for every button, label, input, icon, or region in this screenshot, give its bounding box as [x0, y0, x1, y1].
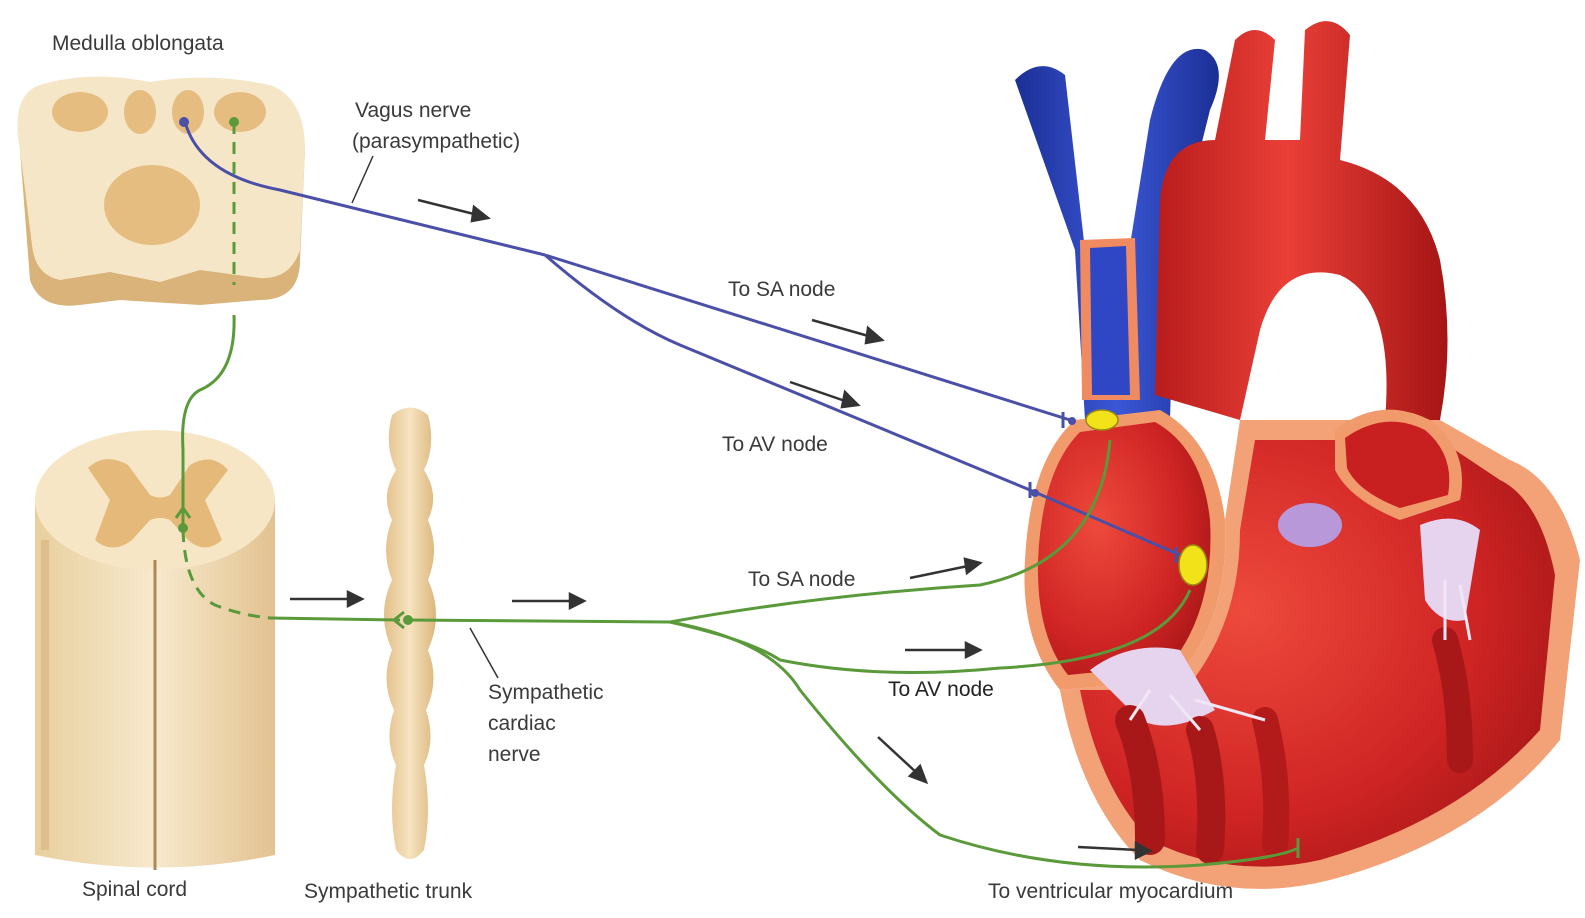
- arrow-postganglionic: [512, 594, 584, 608]
- medulla-gray-nucleus-left: [52, 92, 108, 132]
- arrow-vagus: [418, 200, 488, 221]
- label-spinal-cord: Spinal cord: [82, 878, 187, 901]
- av-node: [1179, 545, 1207, 585]
- sympathetic-trunk-chain: [384, 408, 436, 860]
- label-sympathetic-cardiac-2: cardiac: [488, 712, 556, 735]
- label-ventricular-myocardium: To ventricular myocardium: [988, 880, 1233, 903]
- arrow-symp-ventricle-2: [1078, 843, 1150, 858]
- vagus-nucleus-soma: [179, 117, 189, 127]
- preganglionic-fiber-solid: [270, 618, 400, 620]
- vagus-label-pointer: [352, 156, 373, 203]
- medulla-olive-nucleus: [104, 165, 200, 245]
- sympathetic-cardiac-nerve: [405, 620, 670, 622]
- vena-cava-cut-lumen: [1090, 246, 1130, 395]
- cardiac-nerve-label-pointer: [470, 628, 498, 678]
- spinal-cord-segment: [35, 430, 275, 870]
- arrow-preganglionic: [290, 592, 362, 606]
- sympathetic-trunk-body: [384, 408, 436, 860]
- label-vagus-to-sa-node: To SA node: [728, 278, 835, 301]
- label-sympathetic-trunk: Sympathetic trunk: [304, 880, 473, 903]
- parasympathetic-pathway: [185, 122, 1180, 563]
- heart-illustration: [1015, 21, 1580, 889]
- papillary-muscle-3: [1265, 720, 1276, 845]
- ganglion-neuron-soma: [403, 615, 413, 625]
- arrow-vagus-sa: [812, 320, 882, 343]
- sa-node: [1086, 410, 1118, 430]
- medulla-gray-nucleus-right: [214, 92, 266, 132]
- sympathetic-nucleus-soma: [229, 117, 239, 127]
- label-parasympathetic: (parasympathetic): [352, 130, 520, 153]
- label-sympathetic-cardiac-1: Sympathetic: [488, 681, 604, 704]
- medulla-oblongata-section: [18, 77, 306, 306]
- papillary-muscle-4: [1445, 640, 1460, 760]
- label-vagus-to-av-node: To AV node: [722, 433, 828, 456]
- arrow-symp-av: [905, 643, 980, 657]
- papillary-muscle-2: [1200, 730, 1211, 850]
- vagus-synapse-av: [1031, 489, 1039, 497]
- arrow-symp-sa: [910, 559, 980, 578]
- label-medulla-oblongata: Medulla oblongata: [52, 32, 224, 55]
- spinal-neuron-soma: [178, 523, 188, 533]
- label-vagus-nerve: Vagus nerve: [355, 99, 471, 122]
- vagus-synapse-sa: [1068, 417, 1076, 425]
- aortic-valve: [1278, 503, 1342, 547]
- arrow-symp-ventricle-1: [878, 737, 926, 782]
- label-sympathetic-cardiac-3: nerve: [488, 743, 541, 766]
- label-symp-to-sa-node: To SA node: [748, 568, 855, 591]
- medulla-gray-nucleus-center-left: [124, 90, 156, 134]
- label-symp-to-av-node: To AV node: [888, 678, 994, 701]
